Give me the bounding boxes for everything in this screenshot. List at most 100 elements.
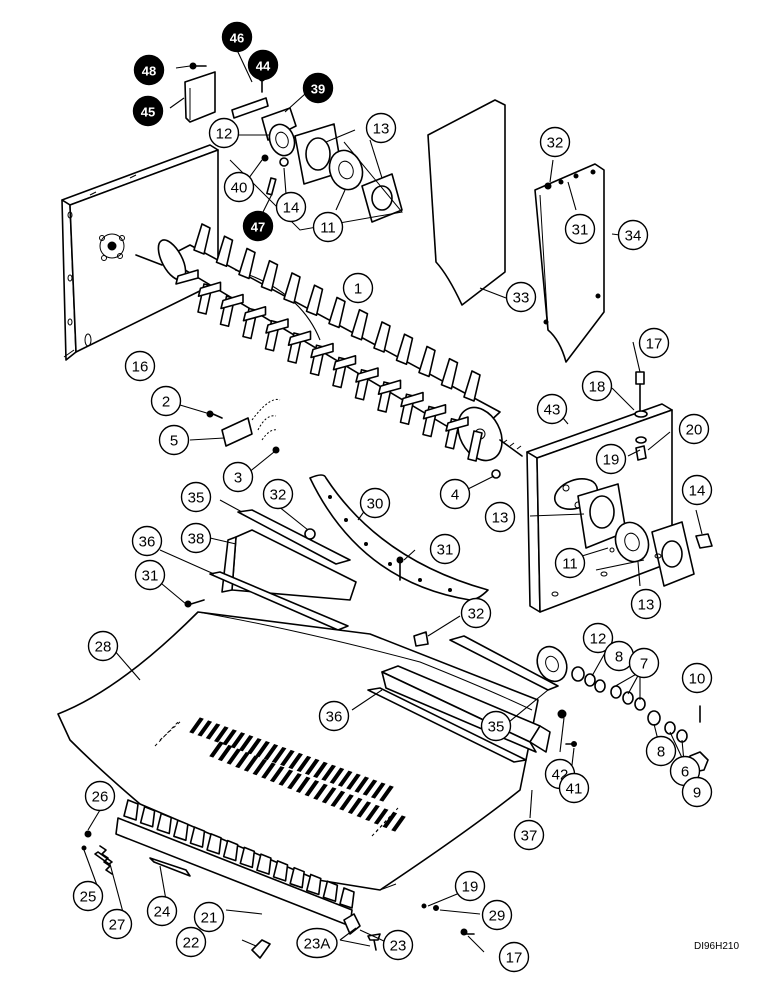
louver-slot (391, 815, 406, 832)
callout-13: 13 (630, 588, 662, 620)
callout-bubble (681, 776, 713, 808)
callout-bubble (365, 112, 397, 144)
callout-bubble (484, 501, 516, 533)
callout-label: 29 (489, 908, 506, 925)
rotor-paddle (440, 357, 459, 390)
louver-slot (313, 783, 328, 800)
callout-label: 2 (162, 394, 170, 411)
rotor-paddle (215, 235, 234, 268)
callout-label: 45 (141, 105, 155, 120)
callout-label: 46 (230, 31, 244, 46)
callout-47: 47 (242, 210, 274, 242)
callout-33: 33 (505, 281, 537, 313)
rotor-paddle (377, 379, 402, 396)
callout-bubble (72, 880, 104, 912)
rotor-cover-panel-33 (427, 99, 507, 306)
callout-36: 36 (318, 700, 350, 732)
callout-bubble (302, 72, 334, 104)
callout-bubble (505, 281, 537, 313)
callout-label: 9 (693, 785, 701, 802)
rotor-paddle (422, 403, 447, 420)
callout-36: 36 (131, 525, 163, 557)
louver-slot (346, 773, 361, 790)
callout-label: 24 (154, 904, 171, 921)
callout-bubble (275, 191, 307, 223)
callout-label: 27 (109, 917, 126, 934)
callout-bubble (296, 927, 338, 959)
rotor-paddle (332, 354, 357, 371)
callout-19: 19 (595, 443, 627, 475)
callout-bubble (582, 622, 614, 654)
callout-31: 31 (429, 533, 461, 565)
callout-bubble (223, 171, 255, 203)
callout-label: 19 (603, 452, 620, 469)
callout-bubble (681, 662, 713, 694)
louver-slot (365, 804, 380, 822)
callout-label: 13 (373, 121, 390, 138)
comb-assembly (81, 799, 485, 959)
comb-fingers (123, 799, 355, 909)
callout-label: 30 (367, 496, 384, 513)
callout-label: 14 (283, 200, 300, 217)
callout-bubble (359, 487, 391, 519)
callout-27: 27 (101, 908, 133, 940)
callout-bubble (180, 522, 212, 554)
callout-bubble (581, 370, 613, 402)
louver-slot (226, 748, 242, 765)
callout-31: 31 (134, 559, 166, 591)
callout-26: 26 (84, 780, 116, 812)
callout-bubble (146, 895, 178, 927)
callout-bubble (539, 126, 571, 158)
callout-label: 44 (256, 59, 271, 74)
callout-bubble (429, 533, 461, 565)
rotor-paddle (193, 223, 211, 255)
comb-finger (156, 812, 173, 835)
comb-finger (173, 819, 189, 842)
callout-label: 38 (188, 531, 205, 548)
louver-slot (304, 758, 320, 775)
louver-slot (205, 723, 221, 740)
callout-label: 5 (170, 433, 178, 450)
callout-bubble (681, 474, 713, 506)
grain-pan (57, 611, 539, 891)
callout-bubble (382, 929, 414, 961)
callout-13: 13 (365, 112, 397, 144)
callout-bubble (454, 870, 486, 902)
callout-bubble (498, 941, 530, 973)
callout-label: 20 (686, 422, 703, 439)
comb-finger (189, 826, 206, 848)
callout-bubble (312, 211, 344, 243)
callout-bubble (175, 926, 207, 958)
callout-21: 21 (193, 901, 225, 933)
callout-10: 10 (681, 662, 713, 694)
rotor-paddle (373, 321, 391, 353)
louver-slot (288, 752, 303, 770)
callout-3: 3 (222, 461, 254, 493)
louver-slot (263, 744, 279, 761)
rotor-paddle (350, 308, 369, 341)
louver-slot (330, 790, 346, 807)
rotor-paddle (197, 281, 222, 298)
callout-23A: 23A (296, 927, 338, 959)
callout-16: 16 (124, 350, 156, 382)
callout-label: 12 (590, 631, 607, 648)
callout-20: 20 (678, 413, 710, 445)
callout-18: 18 (581, 370, 613, 402)
callout-bubble (132, 95, 164, 127)
callout-46: 46 (221, 21, 253, 53)
callout-bubble (439, 478, 471, 510)
rotor-paddle (305, 284, 324, 317)
callout-label: 7 (640, 656, 648, 673)
callout-label: 32 (547, 135, 564, 152)
callout-bubble (242, 210, 274, 242)
callout-label: 31 (142, 568, 159, 585)
callout-48: 48 (133, 54, 165, 86)
callout-label: 32 (468, 606, 485, 623)
callout-bubble (318, 700, 350, 732)
callout-bubble (630, 588, 662, 620)
callout-label: 34 (625, 228, 642, 245)
callout-label: 36 (139, 534, 156, 551)
callout-bubble (84, 780, 116, 812)
callout-label: 32 (270, 487, 287, 504)
rotor-paddle (395, 333, 414, 366)
